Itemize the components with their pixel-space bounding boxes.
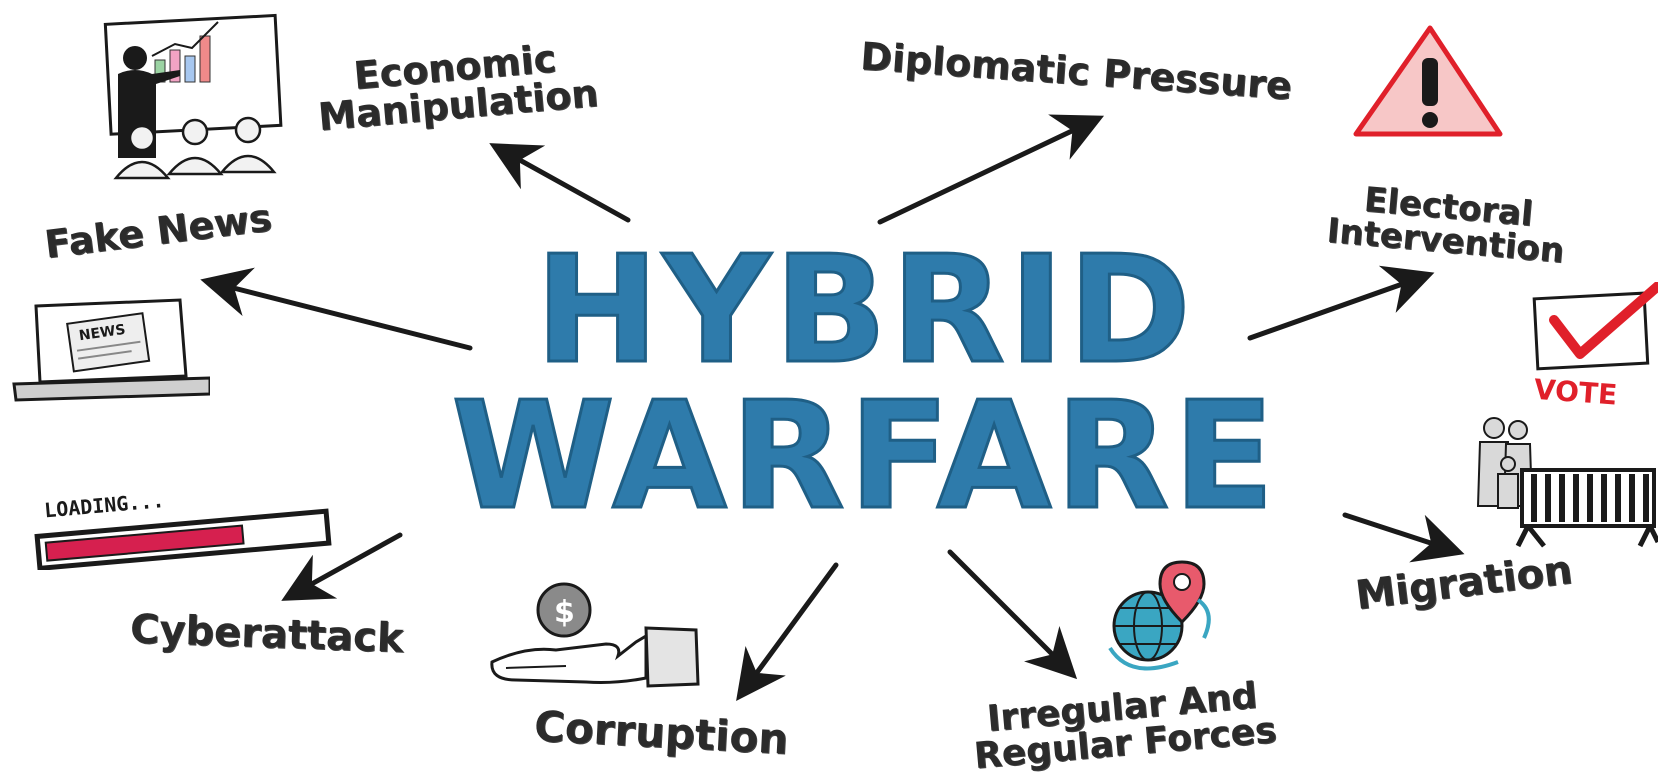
coin-symbol: $ [554,595,575,630]
title-line-hybrid: HYBRID [534,224,1195,396]
loading-progress-fill [44,524,245,562]
globe-map-pin-icon [1108,560,1211,671]
label-cyberattack: Cyberattack [129,606,405,662]
family-barrier-icon [1476,417,1658,548]
loading-bar-icon: LOADING... [34,488,332,570]
vote-ballot-icon: VOTE [1532,282,1658,412]
arrow-electoral [1247,265,1435,341]
arrow-diplomatic [877,114,1105,225]
arrow-cyberattack [281,532,403,601]
title-line-warfare: WARFARE [450,370,1279,542]
loading-label: LOADING... [43,488,165,522]
presentation-board-icon [103,13,283,180]
coin-hand-icon: $ [490,582,700,688]
arrow-migration [1342,512,1465,563]
vote-label: VOTE [1533,373,1618,412]
label-corruption: Corruption [532,701,790,764]
arrow-corruption [736,562,839,702]
arrow-fake-news [200,267,473,351]
laptop-news-icon: NEWS [12,298,210,402]
arrow-economic [489,143,631,223]
warning-triangle-icon [1353,25,1503,137]
arrow-irregular [947,549,1078,680]
news-label: NEWS [78,322,127,344]
